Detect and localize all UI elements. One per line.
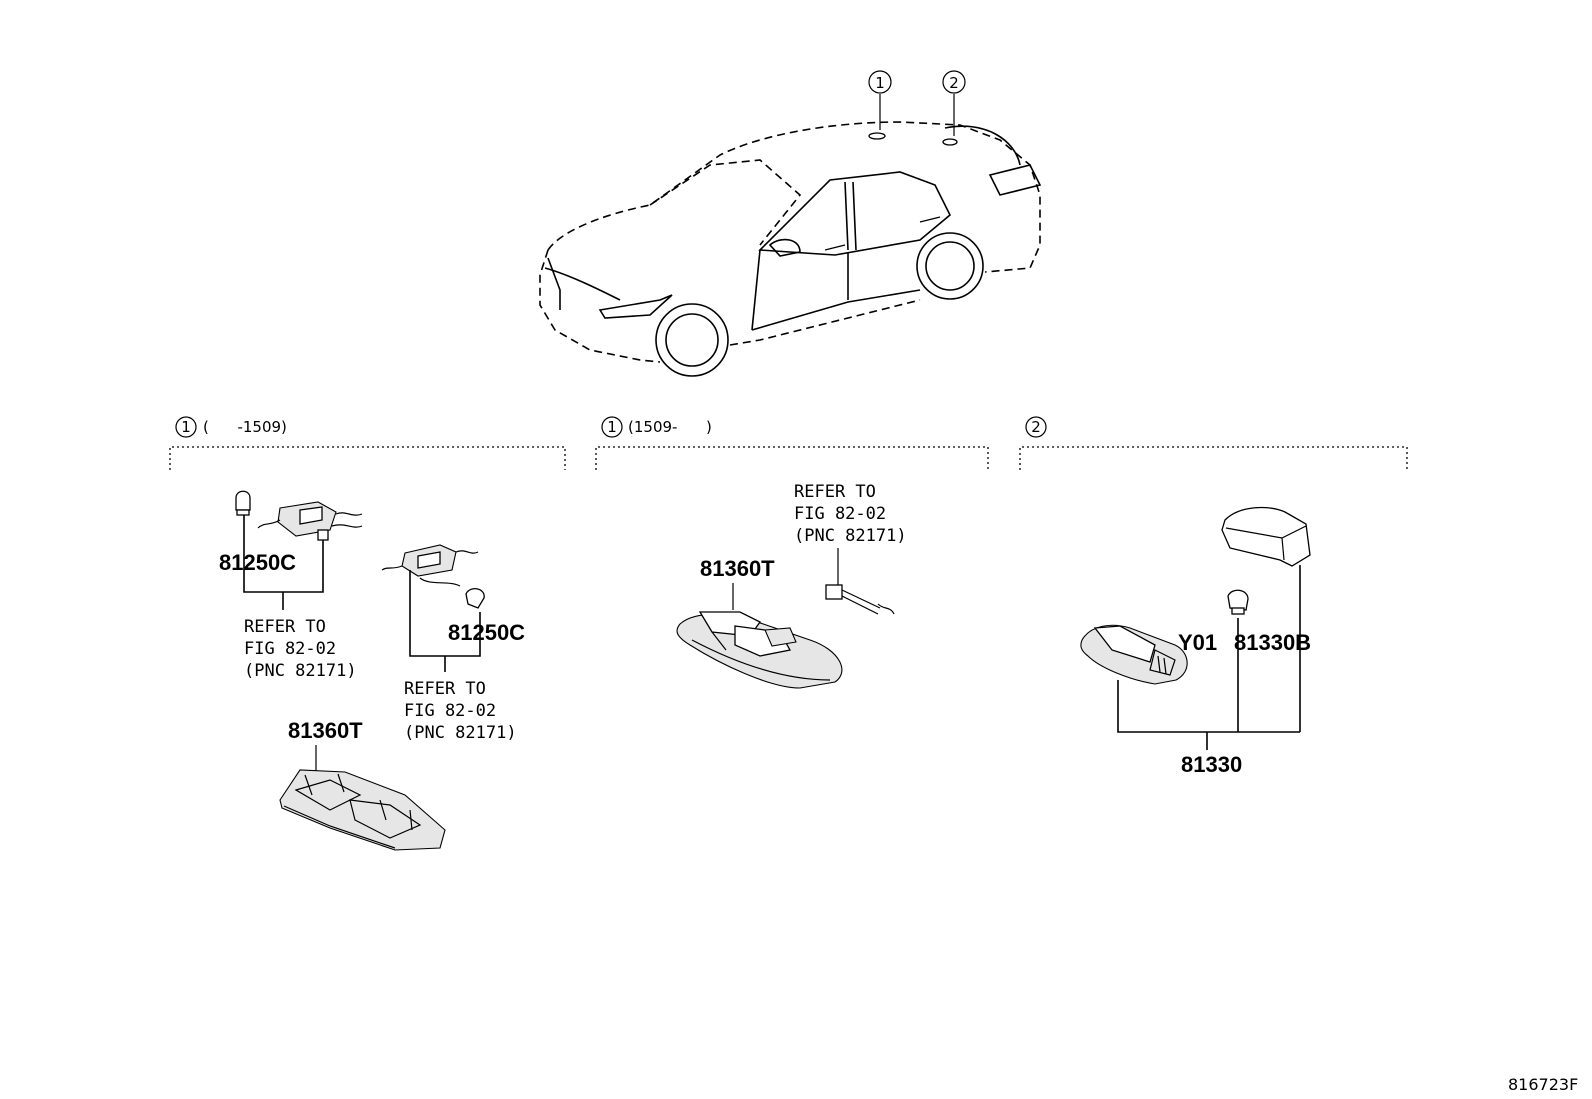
svg-text:2: 2 bbox=[1031, 418, 1041, 436]
bulb-icon bbox=[465, 588, 485, 609]
reference-note-b: REFER TO FIG 82-02 (PNC 82171) bbox=[404, 679, 517, 743]
bulb-icon bbox=[235, 490, 251, 516]
part-number-81250C-b: 81250C bbox=[448, 620, 525, 645]
reference-note-a: REFER TO FIG 82-02 (PNC 82171) bbox=[244, 617, 357, 681]
car-callout-2: 2 bbox=[942, 70, 966, 94]
map-lamp-housing-icon bbox=[676, 611, 843, 689]
svg-text:REFER TO: REFER TO bbox=[244, 617, 326, 637]
section-header-1: 1 ( -1509) bbox=[169, 416, 566, 470]
svg-text:(PNC 82171): (PNC 82171) bbox=[244, 661, 357, 681]
svg-text:FIG 82-02: FIG 82-02 bbox=[794, 504, 886, 524]
section-3: Y01 81330B 81330 bbox=[1080, 506, 1311, 777]
part-number-81360T-b: 81360T bbox=[700, 556, 775, 581]
variant-code: Y01 bbox=[1178, 630, 1217, 655]
section-header-2: 1 (1509- ) bbox=[595, 416, 989, 470]
svg-text:(PNC 82171): (PNC 82171) bbox=[794, 526, 907, 546]
section-1: 81250C REFER TO FIG 82-02 (PNC 82171) 81… bbox=[219, 490, 525, 851]
part-number-81250C-a: 81250C bbox=[219, 550, 296, 575]
car-callout-1: 1 bbox=[868, 70, 892, 94]
svg-text:(PNC 82171): (PNC 82171) bbox=[404, 723, 517, 743]
svg-text:(1509- ): (1509- ) bbox=[628, 418, 712, 436]
bulb-icon bbox=[1227, 589, 1249, 615]
svg-text:( -1509): ( -1509) bbox=[203, 418, 287, 436]
section-header-3: 2 bbox=[1019, 416, 1408, 470]
svg-text:FIG 82-02: FIG 82-02 bbox=[404, 701, 496, 721]
svg-text:1: 1 bbox=[181, 418, 191, 436]
car-illustration: 1 2 bbox=[539, 70, 1042, 377]
svg-text:2: 2 bbox=[949, 74, 959, 92]
courtesy-lamp-housing-icon bbox=[1080, 624, 1188, 685]
section-2: REFER TO FIG 82-02 (PNC 82171) 81360T bbox=[676, 482, 907, 689]
svg-text:REFER TO: REFER TO bbox=[404, 679, 486, 699]
socket-wire-icon bbox=[381, 544, 479, 587]
socket-wire-icon bbox=[257, 501, 363, 541]
svg-text:FIG 82-02: FIG 82-02 bbox=[244, 639, 336, 659]
svg-text:1: 1 bbox=[607, 418, 617, 436]
lamp-cover-icon bbox=[1221, 506, 1311, 567]
map-lamp-housing-icon bbox=[279, 769, 446, 851]
svg-text:1: 1 bbox=[875, 74, 885, 92]
part-number-81330B: 81330B bbox=[1234, 630, 1311, 655]
part-number-81360T-a: 81360T bbox=[288, 718, 363, 743]
part-number-81330: 81330 bbox=[1181, 752, 1242, 777]
figure-id: 816723F bbox=[1508, 1075, 1578, 1094]
reference-note-c: REFER TO FIG 82-02 (PNC 82171) bbox=[794, 482, 907, 546]
connector-wire-icon bbox=[825, 584, 895, 615]
svg-text:REFER TO: REFER TO bbox=[794, 482, 876, 502]
